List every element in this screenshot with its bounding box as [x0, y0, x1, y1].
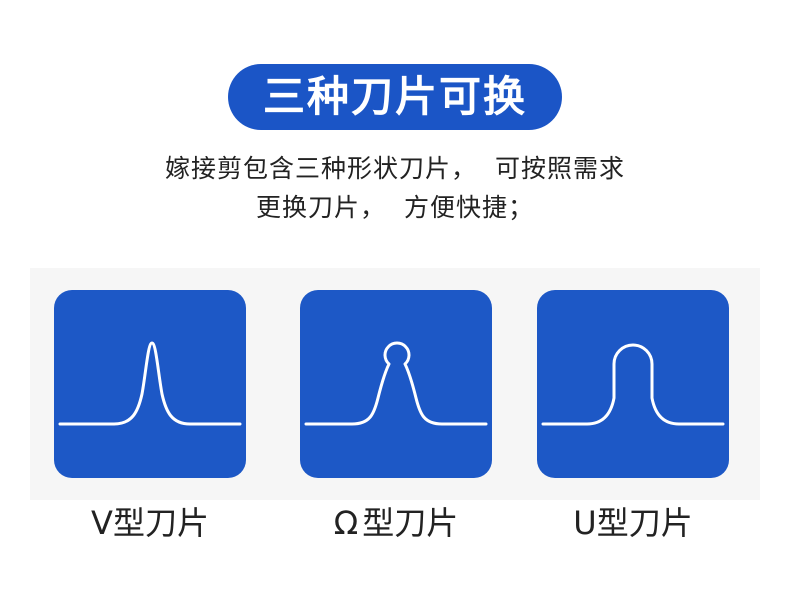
omega-blade-icon — [304, 341, 488, 426]
v-blade-label: V型刀片 — [91, 504, 209, 542]
omega-symbol: Ω — [333, 504, 359, 542]
u-blade-icon — [541, 343, 725, 426]
u-blade-card — [537, 290, 729, 478]
omega-blade-card — [300, 290, 492, 478]
description-line-2: 更换刀片， 方便快捷； — [256, 193, 534, 222]
description-line-1: 嫁接剪包含三种形状刀片， 可按照需求 — [165, 154, 625, 183]
v-blade-icon — [58, 341, 242, 426]
u-blade-label: U型刀片 — [573, 504, 693, 542]
v-blade-card — [54, 290, 246, 478]
title-banner: 三种刀片可换 — [228, 64, 562, 130]
omega-blade-label-text: 型刀片 — [362, 504, 459, 542]
omega-blade-label: Ω 型刀片 — [300, 503, 492, 543]
page-title: 三种刀片可换 — [262, 72, 527, 121]
